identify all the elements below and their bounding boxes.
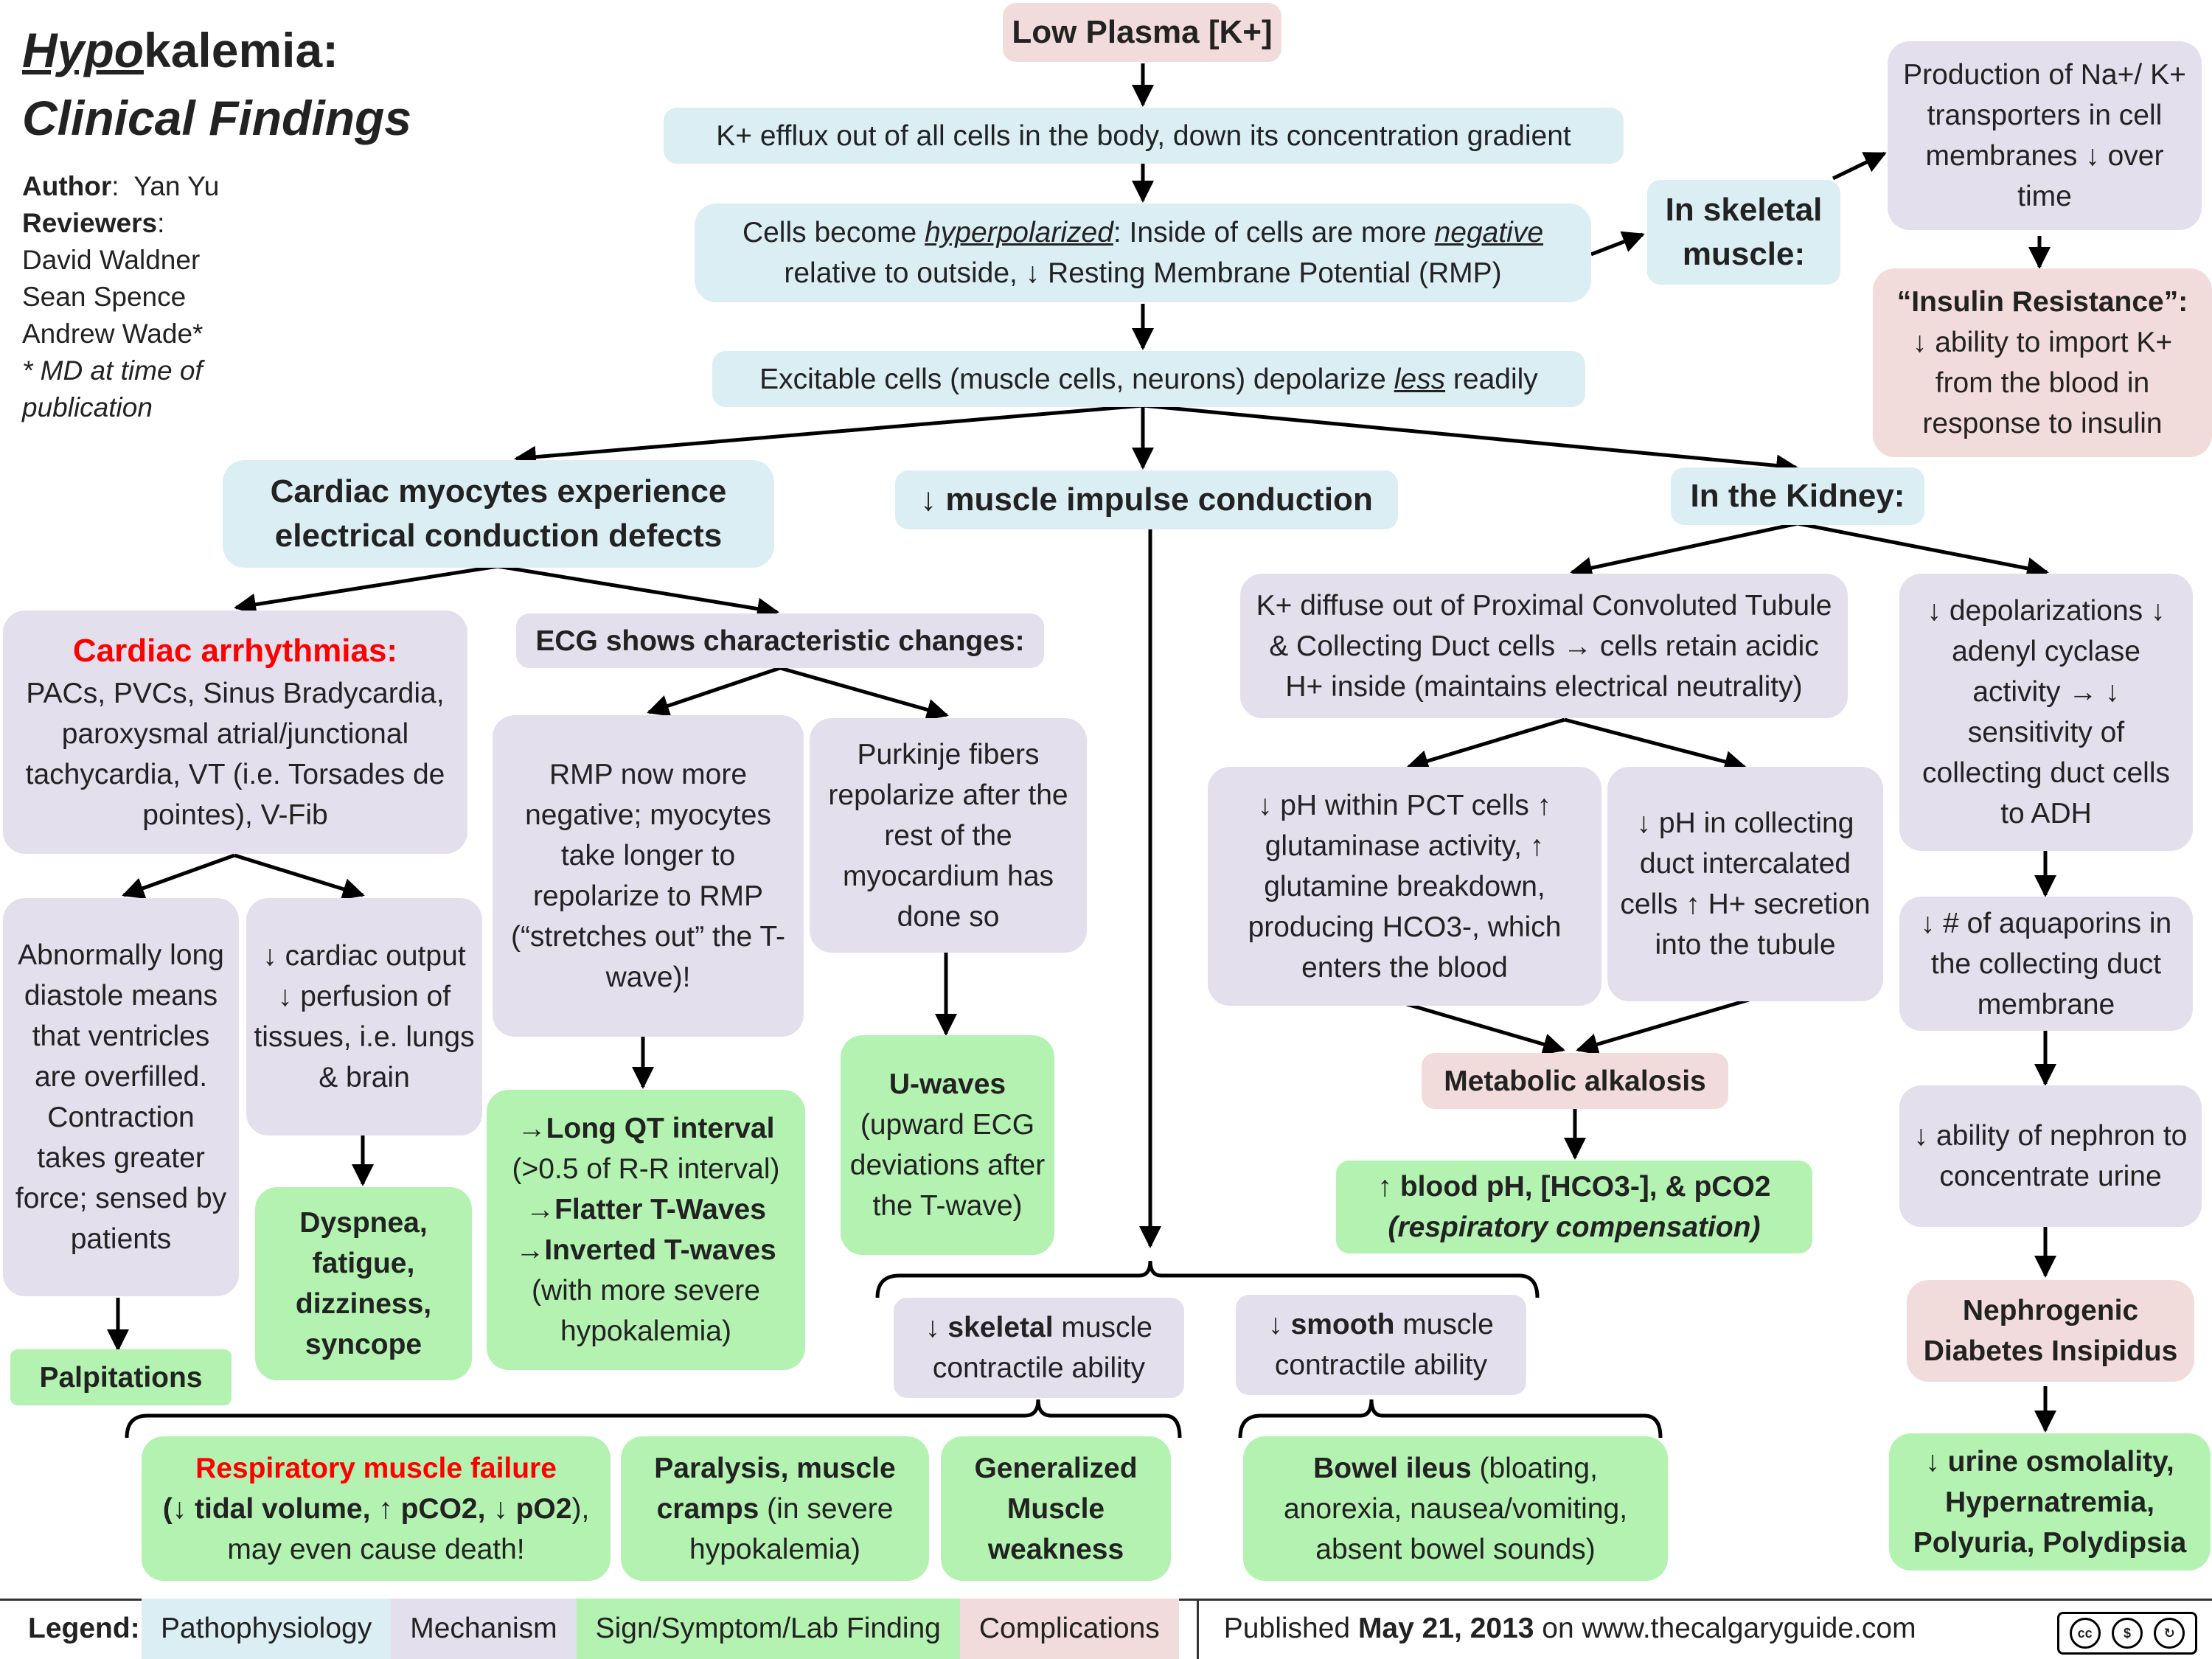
legend-bar: Legend: Pathophysiology Mechanism Sign/S… xyxy=(0,1599,2212,1659)
reviewer: Andrew Wade* xyxy=(22,319,204,349)
cardiac-arrhythmias-node: Cardiac arrhythmias: PACs, PVCs, Sinus B… xyxy=(3,611,467,854)
page-subtitle: Clinical Findings xyxy=(22,91,412,145)
rmp-negative-node: RMP now more negative; myocytes take lon… xyxy=(493,715,804,1037)
potassium-efflux-node: K+ efflux out of all cells in the body, … xyxy=(664,108,1624,164)
metabolic-alkalosis-node: Metabolic alkalosis xyxy=(1422,1053,1728,1109)
blood-ph-node: ↑ blood pH, [HCO3-], & pCO2 (respiratory… xyxy=(1336,1161,1812,1253)
potassium-diffuse-node: K+ diffuse out of Proximal Convoluted Tu… xyxy=(1240,574,1848,718)
aquaporin-node: ↓ # of aquaporins in the collecting duct… xyxy=(1899,897,2193,1031)
urine-osmolality-node: ↓ urine osmolality, Hypernatremia, Polyu… xyxy=(1889,1433,2211,1571)
kidney-node: In the Kidney: xyxy=(1671,467,1924,525)
legend-separator xyxy=(1196,1599,1199,1659)
purkinje-fibers-node: Purkinje fibers repolarize after the res… xyxy=(810,718,1087,953)
nephron-concentrate-node: ↓ ability of nephron to concentrate urin… xyxy=(1899,1085,2202,1227)
insulin-resistance-node: “Insulin Resistance”: ↓ ability to impor… xyxy=(1873,268,2212,457)
depolarization-adh-node: ↓ depolarizations ↓ adenyl cyclase activ… xyxy=(1899,574,2193,851)
respiratory-failure-node: Respiratory muscle failure (↓ tidal volu… xyxy=(142,1436,611,1581)
legend-label: Legend: xyxy=(28,1613,140,1644)
legend-sign-symptom: Sign/Symptom/Lab Finding xyxy=(576,1599,960,1659)
palpitations-node: Palpitations xyxy=(10,1349,232,1405)
legend-pathophysiology: Pathophysiology xyxy=(142,1599,392,1659)
excitable-cells-node: Excitable cells (muscle cells, neurons) … xyxy=(712,351,1585,407)
author-note: * MD at time of publication xyxy=(22,355,203,422)
muscle-weakness-node: Generalized Muscle weakness xyxy=(941,1436,1171,1581)
nephrogenic-di-node: Nephrogenic Diabetes Insipidus xyxy=(1907,1280,2194,1382)
paralysis-node: Paralysis, muscle cramps (in severe hypo… xyxy=(621,1436,929,1581)
skeletal-contractile-node: ↓ skeletal muscle contractile ability xyxy=(894,1298,1184,1398)
dyspnea-node: Dyspnea, fatigue, dizziness, syncope xyxy=(255,1187,472,1380)
page-title: Hypokalemia: xyxy=(22,23,339,77)
credits: Author: Yan Yu Reviewers: David Waldner … xyxy=(22,168,236,426)
ecg-changes-node: ECG shows characteristic changes: xyxy=(516,613,1044,668)
reviewer: Sean Spence xyxy=(22,282,187,312)
creative-commons-license-icon: cc$↻ xyxy=(2057,1612,2197,1655)
published-info: Published May 21, 2013 on www.thecalgary… xyxy=(1223,1613,1916,1644)
reviewer: David Waldner xyxy=(22,245,201,275)
cardiac-myocytes-node: Cardiac myocytes experience electrical c… xyxy=(223,460,774,568)
hyperpolarized-node: Cells become hyperpolarized: Inside of c… xyxy=(695,204,1591,302)
abnormal-diastole-node: Abnormally long diastole means that vent… xyxy=(3,898,239,1296)
bowel-ileus-node: Bowel ileus (bloating, anorexia, nausea/… xyxy=(1243,1436,1668,1581)
na-k-transporter-node: Production of Na+/ K+ transporters in ce… xyxy=(1888,41,2202,230)
cardiac-output-node: ↓ cardiac output ↓ perfusion of tissues,… xyxy=(246,898,482,1135)
u-waves-node: U-waves (upward ECG deviations after the… xyxy=(841,1035,1054,1255)
legend-complications: Complications xyxy=(959,1599,1179,1659)
smooth-contractile-node: ↓ smooth muscle contractile ability xyxy=(1236,1295,1526,1395)
long-qt-node: →Long QT interval (>0.5 of R-R interval)… xyxy=(487,1090,805,1370)
ph-collecting-duct-node: ↓ pH in collecting duct intercalated cel… xyxy=(1607,767,1883,1001)
muscle-impulse-node: ↓ muscle impulse conduction xyxy=(895,470,1398,529)
skeletal-muscle-node: In skeletal muscle: xyxy=(1647,180,1840,285)
low-plasma-potassium-node: Low Plasma [K+] xyxy=(1003,3,1281,62)
ph-pct-node: ↓ pH within PCT cells ↑ glutaminase acti… xyxy=(1208,767,1601,1006)
legend-mechanism: Mechanism xyxy=(391,1599,577,1659)
